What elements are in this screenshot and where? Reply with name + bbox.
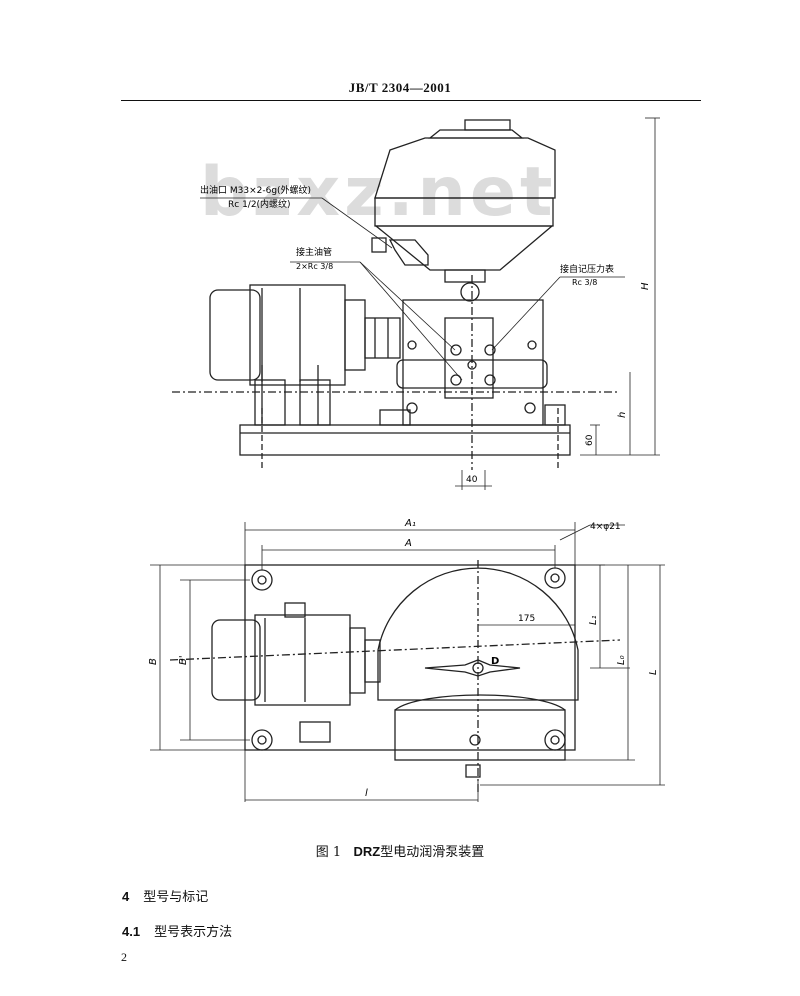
section-title: 型号与标记: [143, 890, 209, 905]
section-title: 型号表示方法: [154, 925, 233, 940]
dim-60: 60: [585, 434, 595, 446]
section-number: 4.1: [122, 924, 141, 939]
label-gauge-2: Rc 3/8: [572, 278, 597, 287]
dim-L1: L₁: [588, 615, 599, 625]
dim-175: 175: [518, 614, 535, 624]
dim-holes: 4×φ21: [590, 522, 621, 532]
section-4: 4 型号与标记: [122, 886, 208, 905]
header-rule: [121, 100, 701, 101]
dim-L0: L₀: [616, 655, 627, 665]
dim-B-inner: B': [178, 655, 189, 665]
dim-A: A: [404, 538, 412, 549]
dim-40: 40: [466, 475, 478, 485]
label-main-pipe-1: 接主油管: [296, 246, 332, 258]
dim-A1: A₁: [404, 518, 416, 529]
section-number: 4: [122, 889, 130, 904]
label-gauge-1: 接自记压力表: [560, 263, 614, 275]
dim-L: L: [648, 669, 659, 675]
label-outlet-1: 出油口 M33×2-6g(外螺纹): [200, 184, 311, 196]
page-number: 2: [121, 950, 127, 964]
caption-prefix: 图 1: [315, 845, 342, 860]
caption-title: 型电动润滑泵装置: [380, 845, 485, 860]
dim-h: h: [617, 412, 628, 418]
dim-B: B: [148, 658, 159, 665]
caption-model: DRZ: [353, 844, 381, 859]
section-4-1: 4.1 型号表示方法: [122, 921, 232, 940]
standard-code: JB/T 2304—2001: [348, 80, 452, 95]
dim-H: H: [640, 282, 651, 290]
label-main-pipe-2: 2×Rc 3/8: [296, 262, 333, 271]
pump-drawing: bzxz.net: [148, 117, 665, 802]
label-D: D: [491, 656, 499, 667]
label-outlet-2: Rc 1/2(内螺纹): [228, 198, 291, 210]
figure-caption: 图 1 DRZ型电动润滑泵装置: [0, 841, 800, 860]
dim-l: l: [365, 788, 368, 799]
